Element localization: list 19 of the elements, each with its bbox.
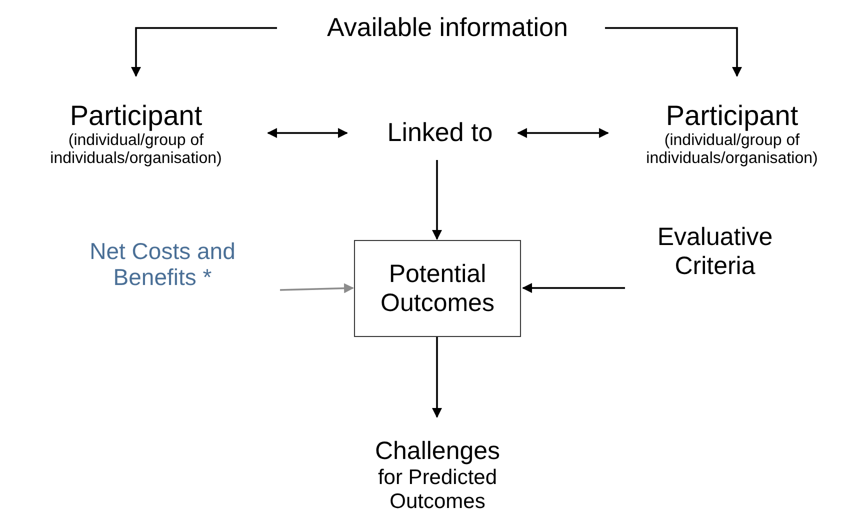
- subtitle-text: (individual/group of individuals/organisation): [645, 132, 819, 168]
- subtitle-text: for Predicted Outcomes: [376, 466, 498, 514]
- arrow: [131, 27, 277, 77]
- subtitle-text: (individual/group of individuals/organisation): [49, 132, 223, 168]
- arrow: [280, 283, 354, 294]
- arrow: [605, 27, 742, 77]
- arrow: [517, 128, 609, 138]
- note-text: Net Costs and Benefits *: [88, 238, 236, 290]
- arrow: [432, 337, 442, 418]
- arrow: [432, 160, 442, 240]
- participant-label: Participant: [70, 100, 202, 132]
- arrow: [522, 283, 625, 293]
- info-label: Available information: [327, 13, 568, 43]
- participant-label: Participant: [666, 100, 798, 132]
- outcome-box: Potential Outcomes: [354, 240, 521, 337]
- link-label: Linked to: [387, 118, 493, 148]
- challenge-label: Challenges: [374, 436, 500, 466]
- criteria-label: Evaluative Criteria: [656, 223, 774, 281]
- arrow: [267, 128, 348, 138]
